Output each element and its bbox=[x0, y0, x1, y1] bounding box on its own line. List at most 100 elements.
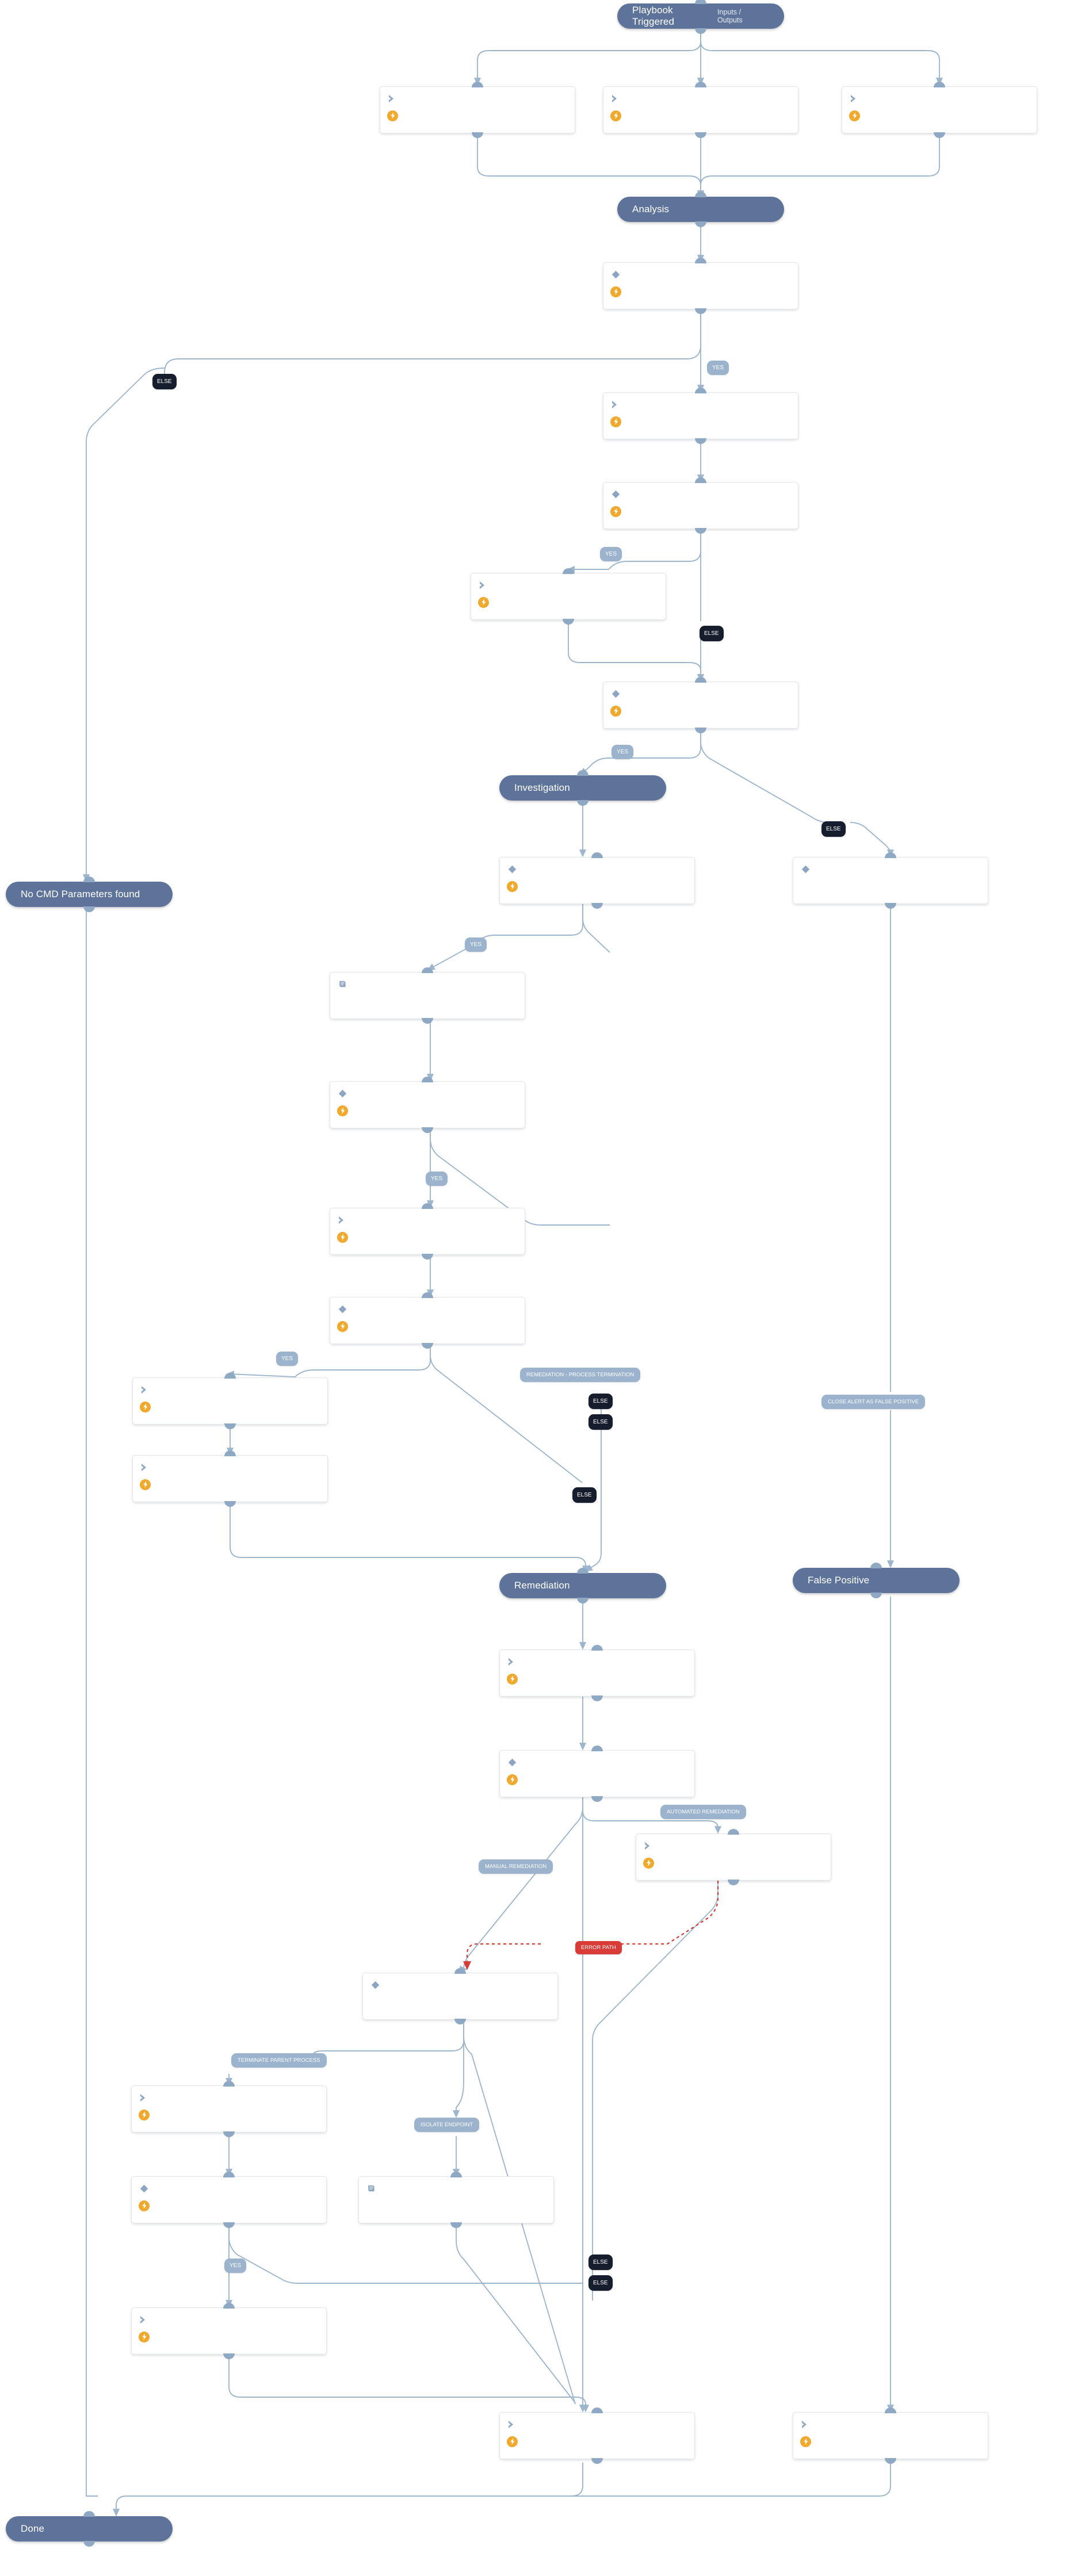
edge-badge-yes[interactable]: YES bbox=[707, 361, 729, 375]
stage-inputs-outputs-link[interactable]: Inputs / Outputs bbox=[717, 8, 743, 24]
stage-input-port[interactable] bbox=[577, 770, 588, 776]
edge-badge-tag[interactable]: TERMINATE PARENT PROCESS bbox=[231, 2053, 327, 2068]
edge-badge-tag[interactable]: ISOLATE ENDPOINT bbox=[414, 2118, 480, 2132]
stage-no-cmd-parameters-found[interactable]: No CMD Parameters found bbox=[6, 882, 173, 907]
task-card[interactable] bbox=[603, 682, 798, 729]
stage-output-port[interactable] bbox=[577, 1598, 588, 1603]
task-input-port[interactable] bbox=[223, 2081, 235, 2087]
stage-investigation[interactable]: Investigation bbox=[499, 775, 666, 801]
task-card[interactable] bbox=[793, 857, 988, 904]
task-output-port[interactable] bbox=[454, 2019, 466, 2024]
edge-badge-tag[interactable]: MANUAL REMEDIATION bbox=[479, 1859, 553, 1874]
task-input-port[interactable] bbox=[224, 1373, 236, 1379]
task-input-port[interactable] bbox=[563, 568, 574, 574]
task-input-port[interactable] bbox=[422, 967, 433, 973]
task-card[interactable] bbox=[471, 573, 666, 620]
task-output-port[interactable] bbox=[563, 619, 574, 625]
task-card[interactable] bbox=[603, 392, 798, 439]
stage-analysis[interactable]: Analysis bbox=[617, 197, 784, 222]
task-output-port[interactable] bbox=[591, 903, 603, 909]
task-card[interactable] bbox=[132, 1455, 328, 1502]
task-output-port[interactable] bbox=[223, 2353, 235, 2359]
task-card[interactable] bbox=[131, 2085, 327, 2133]
task-output-port[interactable] bbox=[472, 132, 483, 138]
stage-output-port[interactable] bbox=[577, 800, 588, 806]
task-output-port[interactable] bbox=[224, 1501, 236, 1507]
task-output-port[interactable] bbox=[422, 1127, 433, 1133]
edge-badge-tag[interactable]: CLOSE ALERT AS FALSE POSITIVE bbox=[821, 1395, 926, 1409]
edge-badge-else[interactable]: ELSE bbox=[588, 1394, 613, 1409]
task-input-port[interactable] bbox=[422, 1077, 433, 1082]
edge-badge-yes[interactable]: YES bbox=[426, 1172, 448, 1186]
stage-input-port[interactable] bbox=[83, 876, 95, 882]
task-output-port[interactable] bbox=[224, 1423, 236, 1429]
stage-output-port[interactable] bbox=[83, 906, 95, 912]
task-input-port[interactable] bbox=[728, 1829, 739, 1835]
task-input-port[interactable] bbox=[223, 2172, 235, 2177]
task-card[interactable] bbox=[499, 1750, 695, 1797]
task-card[interactable] bbox=[499, 1649, 695, 1697]
edge-badge-error-path[interactable]: ERROR PATH bbox=[575, 1941, 622, 1954]
task-output-port[interactable] bbox=[885, 2458, 896, 2464]
stage-output-port[interactable] bbox=[695, 28, 706, 34]
stage-output-port[interactable] bbox=[83, 2541, 95, 2547]
task-input-port[interactable] bbox=[223, 2303, 235, 2309]
task-input-port[interactable] bbox=[472, 82, 483, 87]
edge-badge-yes[interactable]: YES bbox=[600, 547, 622, 561]
task-input-port[interactable] bbox=[885, 2407, 896, 2413]
task-output-port[interactable] bbox=[728, 1880, 739, 1885]
task-card[interactable] bbox=[362, 1973, 558, 2020]
stage-false-positive[interactable]: False Positive bbox=[793, 1568, 960, 1593]
task-card[interactable] bbox=[842, 86, 1037, 133]
task-output-port[interactable] bbox=[223, 2131, 235, 2137]
task-input-port[interactable] bbox=[591, 2407, 603, 2413]
task-output-port[interactable] bbox=[885, 903, 896, 909]
edge-badge-else[interactable]: ELSE bbox=[588, 2275, 613, 2291]
task-output-port[interactable] bbox=[223, 2222, 235, 2228]
edge-badge-yes[interactable]: YES bbox=[612, 745, 634, 759]
task-card[interactable] bbox=[380, 86, 575, 133]
task-input-port[interactable] bbox=[695, 82, 706, 87]
edge-badge-tag[interactable]: REMEDIATION - PROCESS TERMINATION bbox=[520, 1368, 641, 1382]
edge-badge-else[interactable]: ELSE bbox=[152, 374, 177, 389]
task-input-port[interactable] bbox=[695, 258, 706, 263]
stage-input-port[interactable] bbox=[577, 1568, 588, 1574]
task-card[interactable] bbox=[131, 2176, 327, 2223]
task-input-port[interactable] bbox=[591, 852, 603, 858]
task-input-port[interactable] bbox=[695, 677, 706, 683]
stage-done[interactable]: Done bbox=[6, 2516, 173, 2541]
task-card[interactable] bbox=[603, 86, 798, 133]
task-input-port[interactable] bbox=[695, 477, 706, 483]
task-output-port[interactable] bbox=[422, 1343, 433, 1349]
stage-input-port[interactable] bbox=[870, 1563, 882, 1568]
task-input-port[interactable] bbox=[454, 1968, 466, 1974]
task-card[interactable] bbox=[603, 262, 798, 309]
task-card[interactable] bbox=[358, 2176, 554, 2223]
task-card[interactable] bbox=[603, 482, 798, 529]
task-card[interactable] bbox=[330, 1208, 525, 1255]
task-output-port[interactable] bbox=[695, 308, 706, 314]
task-output-port[interactable] bbox=[591, 1695, 603, 1701]
task-card[interactable] bbox=[499, 2412, 695, 2459]
stage-output-port[interactable] bbox=[870, 1593, 882, 1598]
stage-output-port[interactable] bbox=[695, 221, 706, 227]
edge-badge-yes[interactable]: YES bbox=[465, 937, 487, 952]
stage-input-port[interactable] bbox=[83, 2511, 95, 2517]
edge-badge-yes[interactable]: YES bbox=[276, 1352, 299, 1366]
edge-badge-else[interactable]: ELSE bbox=[588, 2255, 613, 2270]
task-input-port[interactable] bbox=[934, 82, 945, 87]
task-output-port[interactable] bbox=[695, 132, 706, 138]
task-output-port[interactable] bbox=[695, 528, 706, 534]
edge-badge-else[interactable]: ELSE bbox=[572, 1487, 597, 1503]
stage-input-port[interactable] bbox=[695, 0, 706, 4]
edge-badge-else[interactable]: ELSE bbox=[700, 626, 724, 641]
stage-input-port[interactable] bbox=[695, 192, 706, 197]
task-input-port[interactable] bbox=[422, 1203, 433, 1209]
task-input-port[interactable] bbox=[695, 388, 706, 393]
task-output-port[interactable] bbox=[695, 728, 706, 733]
task-card[interactable] bbox=[132, 1377, 328, 1425]
task-output-port[interactable] bbox=[695, 438, 706, 444]
task-card[interactable] bbox=[636, 1834, 831, 1881]
task-output-port[interactable] bbox=[591, 1796, 603, 1802]
